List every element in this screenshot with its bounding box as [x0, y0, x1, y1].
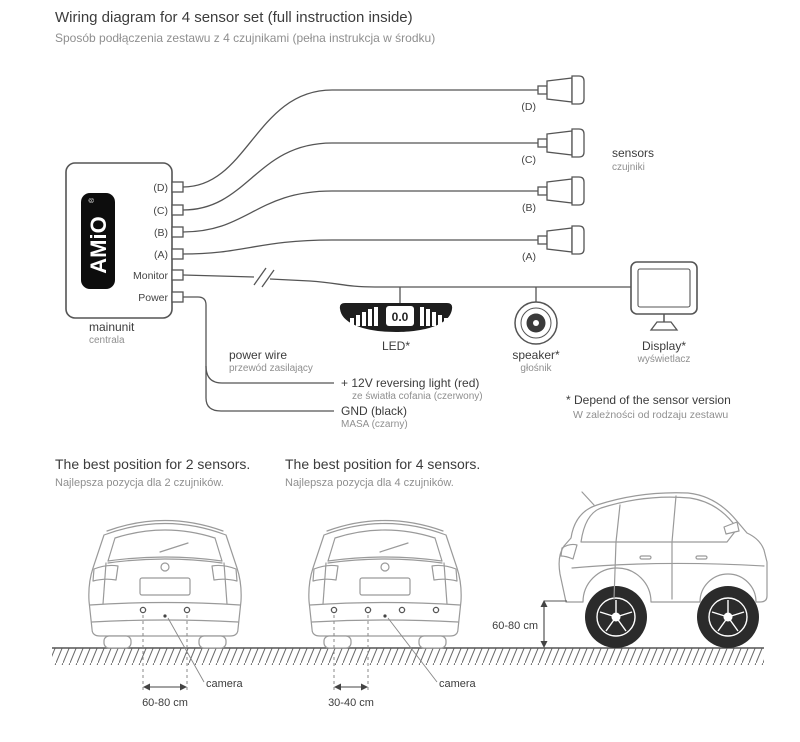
- reversing-light-label: + 12V reversing light (red): [341, 376, 479, 390]
- sensor-dot: [139, 606, 147, 614]
- port-b-label: (B): [154, 227, 168, 239]
- ground: [52, 647, 764, 665]
- led-readout-panel: [386, 306, 414, 326]
- sensor-dot: [432, 606, 440, 614]
- gnd-label-pl: MASA (czarny): [341, 419, 408, 430]
- height-label: 60-80 cm: [492, 620, 538, 632]
- sensor-b-icon: [537, 176, 585, 206]
- sensor-c-icon: [537, 128, 585, 158]
- camera-dot: [163, 614, 167, 618]
- camera-label-2: camera: [206, 678, 244, 690]
- sensor-a-label: (A): [522, 251, 536, 263]
- sensor-a-icon: [537, 225, 585, 255]
- amio-logo: AMiO ®: [81, 193, 115, 289]
- power-wire-caption: power wire: [229, 348, 287, 362]
- camera-label-4: camera: [439, 678, 477, 690]
- sensor-dot: [183, 606, 191, 614]
- main-unit-caption-pl: centrala: [89, 335, 125, 346]
- power-wire-caption-pl: przewód zasilający: [229, 363, 313, 374]
- sensors-caption-pl: czujniki: [612, 162, 645, 173]
- two-sensors-subtitle: Najlepsza pozycja dla 2 czujników.: [55, 477, 224, 489]
- brand-text: AMiO: [86, 216, 111, 273]
- height-measure: 60-80 cm: [492, 600, 567, 648]
- display-caption-pl: wyświetlacz: [637, 354, 691, 365]
- speaker-caption-pl: głośnik: [520, 363, 552, 374]
- wire-a: [182, 239, 538, 255]
- led-bars-left: [350, 307, 378, 326]
- footnote-line2: W zależności od rodzaju zestawu: [573, 409, 728, 421]
- diagram-subtitle: Sposób podłączenia zestawu z 4 czujnikam…: [55, 31, 435, 45]
- speaker-caption: speaker*: [512, 348, 560, 362]
- diagram-title: Wiring diagram for 4 sensor set (full in…: [55, 9, 413, 26]
- port-monitor-label: Monitor: [133, 270, 169, 282]
- two-sensor-annotation: 60-80 cm camera: [139, 606, 244, 709]
- camera-dot: [383, 614, 387, 618]
- footnote-line1: * Depend of the sensor version: [566, 393, 731, 407]
- monitor-wire: [182, 267, 631, 303]
- sensors-caption: sensors: [612, 146, 654, 160]
- sensor-d-label: (D): [521, 101, 536, 113]
- sensor-c-label: (C): [521, 154, 536, 166]
- port-a-label: (A): [154, 249, 168, 261]
- display-caption: Display*: [642, 339, 686, 353]
- port-power-label: Power: [138, 292, 168, 304]
- two-sensors-title: The best position for 2 sensors.: [55, 456, 250, 472]
- wire-c: [182, 142, 538, 211]
- port-stubs: [171, 181, 184, 303]
- main-unit: AMiO ® (D) (C) (B) (A) Monitor Power mai…: [65, 162, 184, 346]
- car-rear-four-sensors: [308, 519, 462, 649]
- sensor-dot: [364, 606, 372, 614]
- led-display: 0.0 LED*: [339, 303, 453, 353]
- led-bars-right: [420, 307, 448, 326]
- distance-label-2: 60-80 cm: [142, 697, 188, 709]
- reversing-light-label-pl: ze światła cofania (czerwony): [352, 391, 483, 402]
- four-sensor-annotation: 30-40 cm camera: [328, 606, 477, 709]
- led-caption: LED*: [382, 339, 410, 353]
- brand-reg-mark: ®: [88, 197, 96, 203]
- four-sensors-title: The best position for 4 sensors.: [285, 456, 480, 472]
- wire-b: [182, 190, 538, 233]
- four-sensors-subtitle: Najlepsza pozycja dla 4 czujników.: [285, 477, 454, 489]
- distance-label-4: 30-40 cm: [328, 697, 374, 709]
- front-wheel-icon: [697, 586, 759, 648]
- car-side-view: 60-80 cm: [492, 491, 768, 648]
- sensor-dot: [330, 606, 338, 614]
- sensor-dot: [398, 606, 406, 614]
- sensors-group: (D) (C) (B) (A) sensors czujniki: [521, 75, 654, 263]
- sensor-b-label: (B): [522, 202, 536, 214]
- main-unit-caption: mainunit: [89, 320, 135, 334]
- sensor-d-icon: [537, 75, 585, 105]
- power-wire: [183, 296, 334, 412]
- port-c-label: (C): [153, 205, 168, 217]
- rear-wheel-icon: [585, 586, 647, 648]
- sensor-wires: [182, 89, 538, 255]
- speaker-icon: [514, 301, 558, 345]
- gnd-label: GND (black): [341, 404, 407, 418]
- car-rear-two-sensors: [88, 519, 242, 649]
- led-readout: 0.0: [392, 310, 409, 324]
- wire-d: [182, 89, 538, 188]
- port-d-label: (D): [153, 182, 168, 194]
- wire-break-icon: [253, 267, 267, 286]
- display-monitor-icon: [630, 261, 698, 331]
